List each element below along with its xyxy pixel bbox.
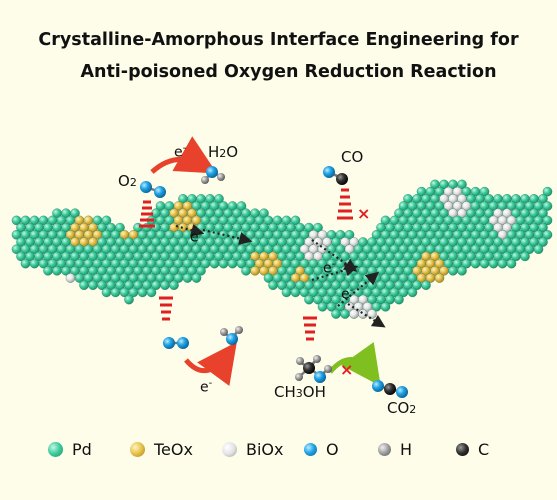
methanol-blocked-mark: × (340, 360, 354, 379)
co2-label: CO2 (387, 399, 417, 417)
biox-swatch (222, 442, 237, 457)
electron-label-mid-2: e- (323, 259, 336, 277)
h2o-molecule-top (206, 166, 218, 178)
nanosheet (11, 179, 553, 319)
co2-molecule (372, 380, 384, 392)
pd-swatch (48, 442, 63, 457)
o2-label: O2 (118, 172, 137, 190)
co-molecule (323, 166, 335, 178)
electron-label-mid-3: e- (341, 285, 354, 303)
legend-item-c: C (456, 440, 489, 459)
ch3oh-molecule (303, 362, 315, 374)
title-line-1: Crystalline-Amorphous Interface Engineer… (38, 30, 519, 50)
reaction-arrow-top (150, 136, 218, 174)
h-swatch (378, 443, 391, 456)
electron-transfer-arrows (175, 223, 386, 328)
electron-label-bottom: e- (200, 378, 213, 396)
teox-swatch (130, 442, 145, 457)
co-label: CO (341, 148, 364, 166)
title-line-2: Anti-poisoned Oxygen Reduction Reaction (80, 62, 497, 82)
legend-item-teox: TeOx (130, 440, 193, 459)
h2o-molecule-bottom (226, 333, 238, 345)
o-swatch (304, 443, 317, 456)
co-blocked-mark: × (357, 204, 371, 223)
legend-item-o: O (304, 440, 339, 459)
reaction-arrow-bottom (184, 341, 237, 386)
legend-item-pd: Pd (48, 440, 92, 459)
o2-molecule-top (140, 181, 152, 193)
legend-item-biox: BiOx (222, 440, 283, 459)
adsorption-dashes (139, 188, 353, 341)
legend: Pd TeOx BiOx O H C (0, 440, 557, 470)
h2o-label: H2O (208, 143, 239, 161)
c-swatch (456, 443, 469, 456)
ch3oh-label: CH3OH (274, 383, 326, 401)
oxidation-arrow (328, 342, 381, 387)
electron-label-mid-1: e- (190, 228, 203, 246)
o2-molecule-bottom (163, 337, 175, 349)
legend-item-h: H (378, 440, 412, 459)
electron-label-top: e- (174, 143, 187, 161)
